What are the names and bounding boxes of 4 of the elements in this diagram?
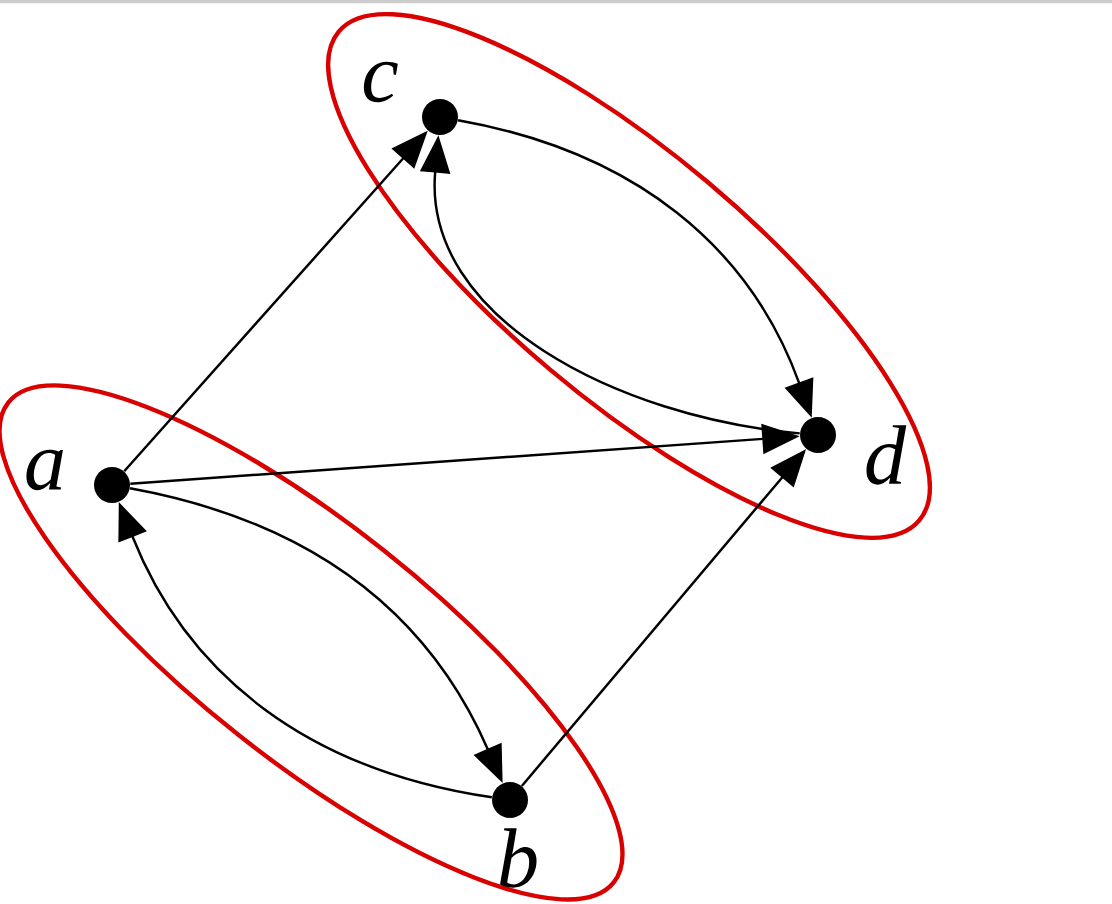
vertex-label: d — [866, 425, 907, 485]
vertex-label: c — [363, 61, 398, 103]
vertex-label: b — [500, 828, 537, 888]
vertex-label: a — [26, 449, 63, 491]
